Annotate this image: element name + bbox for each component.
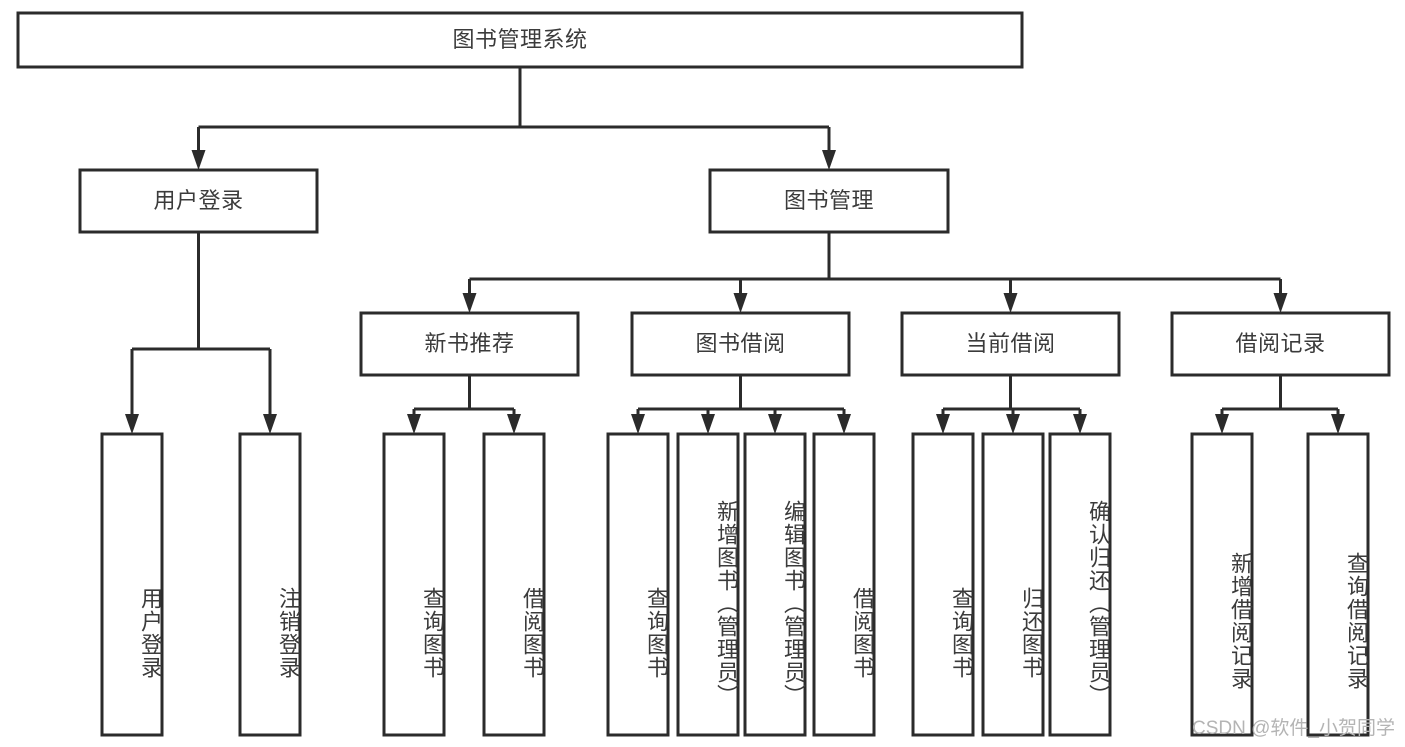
node-box-leaf-user-login[interactable] [100,432,164,737]
arrow-root-1 [822,150,836,170]
node-box-root[interactable] [16,11,1024,69]
arrow-current-borrow-1 [1006,414,1020,434]
arrow-new-book-recommend-0 [407,414,421,434]
arrow-current-borrow-0 [936,414,950,434]
arrow-borrow-record-0 [1215,414,1229,434]
node-box-leaf-add-book[interactable] [676,432,740,737]
node-box-leaf-logout[interactable] [238,432,302,737]
arrow-book-manage-3 [1273,293,1288,313]
node-box-leaf-query-book-2[interactable] [606,432,670,737]
node-box-book-borrow[interactable] [630,311,851,377]
arrow-book-borrow-0 [631,414,645,434]
node-box-current-borrow[interactable] [900,311,1121,377]
arrow-borrow-record-1 [1331,414,1345,434]
node-box-layer [16,11,1391,737]
node-box-leaf-query-book-1[interactable] [382,432,446,737]
node-box-leaf-borrow-book-2[interactable] [812,432,876,737]
arrow-current-borrow-2 [1073,414,1087,434]
node-box-leaf-borrow-book-1[interactable] [482,432,546,737]
node-box-borrow-record[interactable] [1170,311,1391,377]
arrow-book-borrow-1 [701,414,715,434]
arrow-book-borrow-2 [768,414,782,434]
node-box-leaf-query-book-3[interactable] [911,432,975,737]
node-box-leaf-add-record[interactable] [1190,432,1254,737]
node-box-leaf-return-book[interactable] [981,432,1045,737]
arrow-book-borrow-3 [837,414,851,434]
node-box-leaf-confirm-return[interactable] [1048,432,1112,737]
node-box-book-manage[interactable] [708,168,950,234]
arrow-book-manage-0 [462,293,477,313]
arrow-book-manage-2 [1003,293,1018,313]
connector-layer [125,67,1345,434]
arrow-root-0 [191,150,206,170]
node-box-new-book-recommend[interactable] [359,311,580,377]
arrow-user-login-0 [125,414,139,434]
node-box-leaf-query-record[interactable] [1306,432,1370,737]
node-box-leaf-edit-book[interactable] [743,432,807,737]
arrow-user-login-1 [263,414,277,434]
arrow-new-book-recommend-1 [507,414,521,434]
arrow-book-manage-1 [733,293,748,313]
node-box-user-login[interactable] [78,168,319,234]
